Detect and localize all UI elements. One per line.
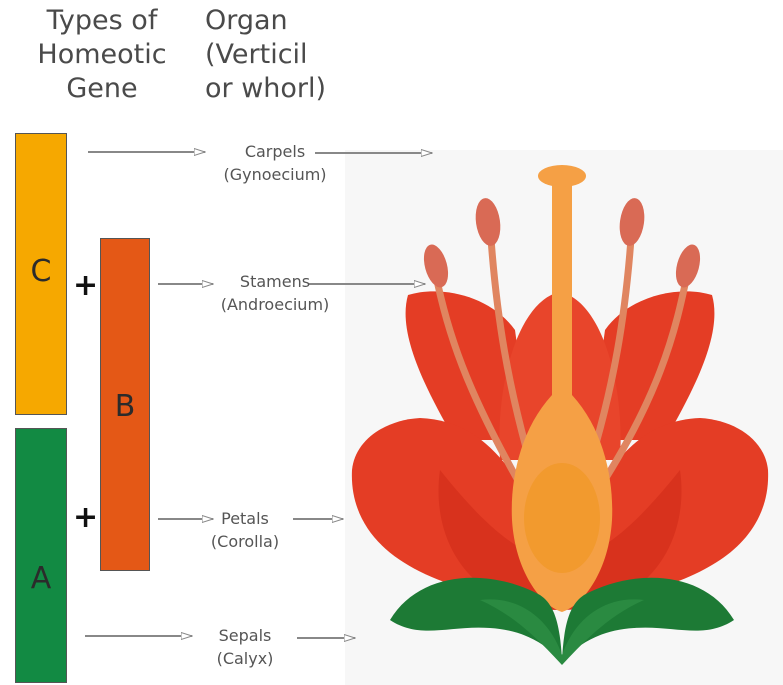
organ-label-petals: Petals (Corolla)	[200, 507, 290, 553]
organ-name: Sepals	[200, 624, 290, 647]
organ-label-carpels: Carpels (Gynoecium)	[200, 140, 350, 186]
organ-name: Stamens	[200, 270, 350, 293]
organ-label-sepals: Sepals (Calyx)	[200, 624, 290, 670]
organ-label-stamens: Stamens (Androecium)	[200, 270, 350, 316]
organ-latin: (Androecium)	[200, 293, 350, 316]
organ-name: Petals	[200, 507, 290, 530]
organ-latin: (Corolla)	[200, 530, 290, 553]
organ-name: Carpels	[200, 140, 350, 163]
organ-latin: (Calyx)	[200, 647, 290, 670]
organ-latin: (Gynoecium)	[200, 163, 350, 186]
